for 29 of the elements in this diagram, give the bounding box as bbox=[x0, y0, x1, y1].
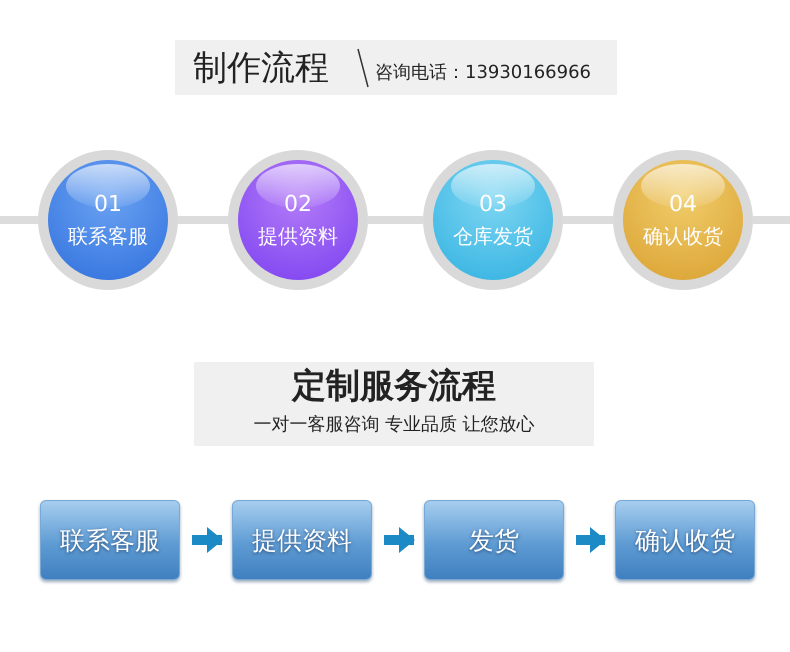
arrow bbox=[384, 527, 415, 553]
step-number: 02 bbox=[284, 192, 312, 218]
heading: 定制服务流程 bbox=[292, 366, 496, 406]
connector-line bbox=[0, 216, 38, 224]
connector-line bbox=[753, 216, 790, 224]
heading-band bbox=[175, 40, 617, 95]
step-label: 提供资料 bbox=[252, 524, 352, 556]
connector-line bbox=[563, 216, 613, 224]
step-label: 发货 bbox=[469, 524, 519, 556]
step-button bbox=[232, 500, 372, 580]
phone-text: 咨询电话：13930166966 bbox=[375, 61, 591, 84]
step-button bbox=[615, 500, 755, 580]
step-label: 联系客服 bbox=[60, 524, 160, 556]
arrow bbox=[576, 527, 606, 553]
step-number: 01 bbox=[94, 192, 122, 218]
step-label: 联系客服 bbox=[68, 224, 148, 248]
step-label: 仓库发货 bbox=[453, 224, 533, 248]
connector-line bbox=[368, 216, 423, 224]
step-label: 确认收货 bbox=[635, 524, 735, 556]
step-button bbox=[424, 500, 564, 580]
heading: 制作流程 bbox=[193, 47, 329, 90]
step-number: 04 bbox=[669, 192, 697, 218]
step-label: 确认收货 bbox=[643, 224, 723, 248]
step-label: 提供资料 bbox=[258, 224, 338, 248]
subheading: 一对一客服咨询 专业品质 让您放心 bbox=[253, 413, 535, 436]
step-button bbox=[40, 500, 180, 580]
connector-line bbox=[178, 216, 228, 224]
arrow bbox=[192, 527, 223, 553]
step-number: 03 bbox=[479, 192, 507, 218]
